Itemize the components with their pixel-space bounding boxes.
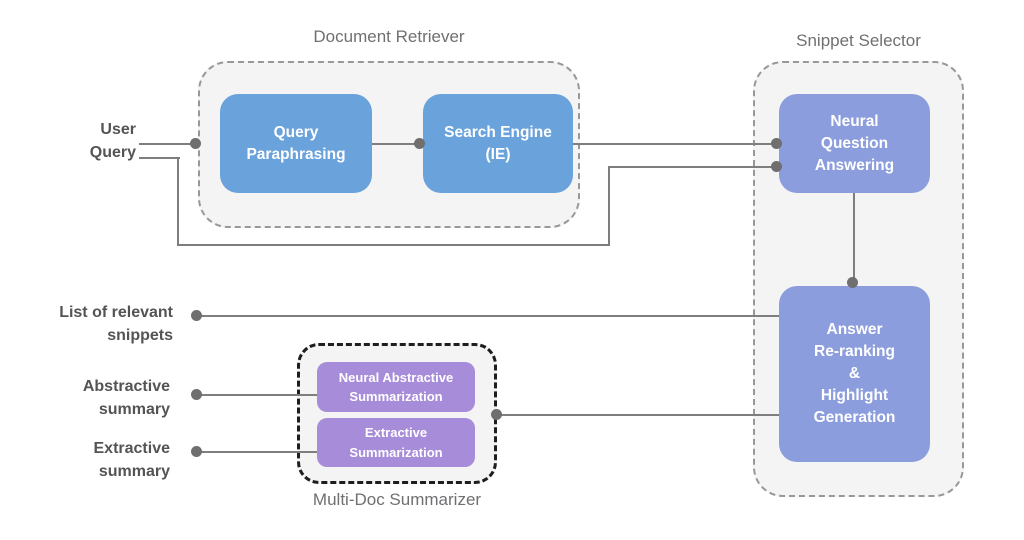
- snippet-selector-title: Snippet Selector: [796, 31, 921, 50]
- edge-nas-to-abstractive-label: [197, 394, 318, 396]
- node-label-line: (IE): [485, 145, 511, 163]
- node-label-line: Answer: [826, 321, 883, 338]
- io-label-line: summary: [98, 401, 170, 419]
- junction-dot-retriever-input: [190, 138, 201, 149]
- node-label-line: Summarization: [349, 444, 443, 460]
- junction-dot-summarizer-input: [491, 409, 502, 420]
- document-retriever-title: Document Retriever: [313, 27, 465, 46]
- junction-dot-answer-reranking-input: [847, 277, 858, 288]
- node-label-line: Answering: [814, 156, 895, 174]
- search-engine-node: Search Engine (IE): [423, 94, 573, 193]
- node-label-line: Question: [820, 134, 889, 152]
- abstractive-summary-label: Abstractive summary: [50, 375, 170, 421]
- node-label-line: Re-ranking: [814, 343, 895, 360]
- node-label-line: Summarization: [349, 389, 443, 404]
- edge-nqa-to-answer-reranking: [853, 193, 855, 288]
- node-label-line: Paraphrasing: [246, 145, 346, 163]
- neural-question-answering-node: Neural Question Answering: [779, 94, 930, 193]
- io-label-line: Extractive: [93, 440, 171, 457]
- multi-doc-summarizer-title: Multi-Doc Summarizer: [312, 490, 482, 509]
- edge-user-query-bypass-seg5: [608, 166, 780, 168]
- io-label-line: Query: [89, 144, 136, 162]
- extractive-summarization-node: Extractive Summarization: [317, 418, 475, 467]
- node-label-line: Neural: [830, 112, 879, 130]
- io-label-line: Abstractive: [82, 378, 170, 395]
- junction-dot-snippets-label: [191, 310, 202, 321]
- user-query-label: User Query: [16, 118, 136, 164]
- junction-dot-extractive-label: [191, 446, 202, 457]
- edge-user-query-to-retriever: [139, 143, 197, 145]
- edge-answer-reranking-to-summarizer: [497, 414, 780, 416]
- answer-reranking-node: Answer Re-ranking & Highlight Generation: [779, 286, 930, 462]
- edge-user-query-bypass-seg2: [177, 157, 179, 246]
- edge-user-query-bypass-seg4: [608, 166, 610, 246]
- query-paraphrasing-node: Query Paraphrasing: [220, 94, 372, 193]
- node-label-line: Highlight: [820, 387, 889, 404]
- node-label-line: Search Engine: [444, 123, 552, 141]
- junction-dot-nqa-input-1: [771, 138, 782, 149]
- node-label-line: Query: [273, 123, 319, 141]
- junction-dot-abstractive-label: [191, 389, 202, 400]
- node-label-line: &: [848, 365, 861, 382]
- neural-abstractive-summarization-node: Neural Abstractive Summarization: [317, 362, 475, 412]
- edge-es-to-extractive-label: [197, 451, 318, 453]
- edge-answer-reranking-to-snippets-label: [197, 315, 780, 317]
- node-label-line: Generation: [813, 409, 896, 426]
- io-label-line: summary: [98, 463, 170, 481]
- extractive-summary-label: Extractive summary: [50, 437, 171, 483]
- edge-user-query-bypass-seg3: [177, 244, 610, 246]
- io-label-line: User: [100, 121, 136, 138]
- list-of-relevant-snippets-label: List of relevant snippets: [23, 301, 173, 347]
- io-label-line: snippets: [107, 327, 173, 345]
- io-label-line: List of relevant: [59, 304, 173, 321]
- junction-dot-nqa-input-2: [771, 161, 782, 172]
- edge-query-paraphrasing-to-search-engine: [371, 143, 424, 145]
- edge-search-engine-to-nqa: [572, 143, 780, 145]
- junction-dot-search-engine-input: [414, 138, 425, 149]
- node-label-line: Neural Abstractive: [338, 369, 454, 385]
- node-label-line: Extractive: [364, 425, 428, 440]
- edge-user-query-bypass-seg1: [139, 157, 180, 159]
